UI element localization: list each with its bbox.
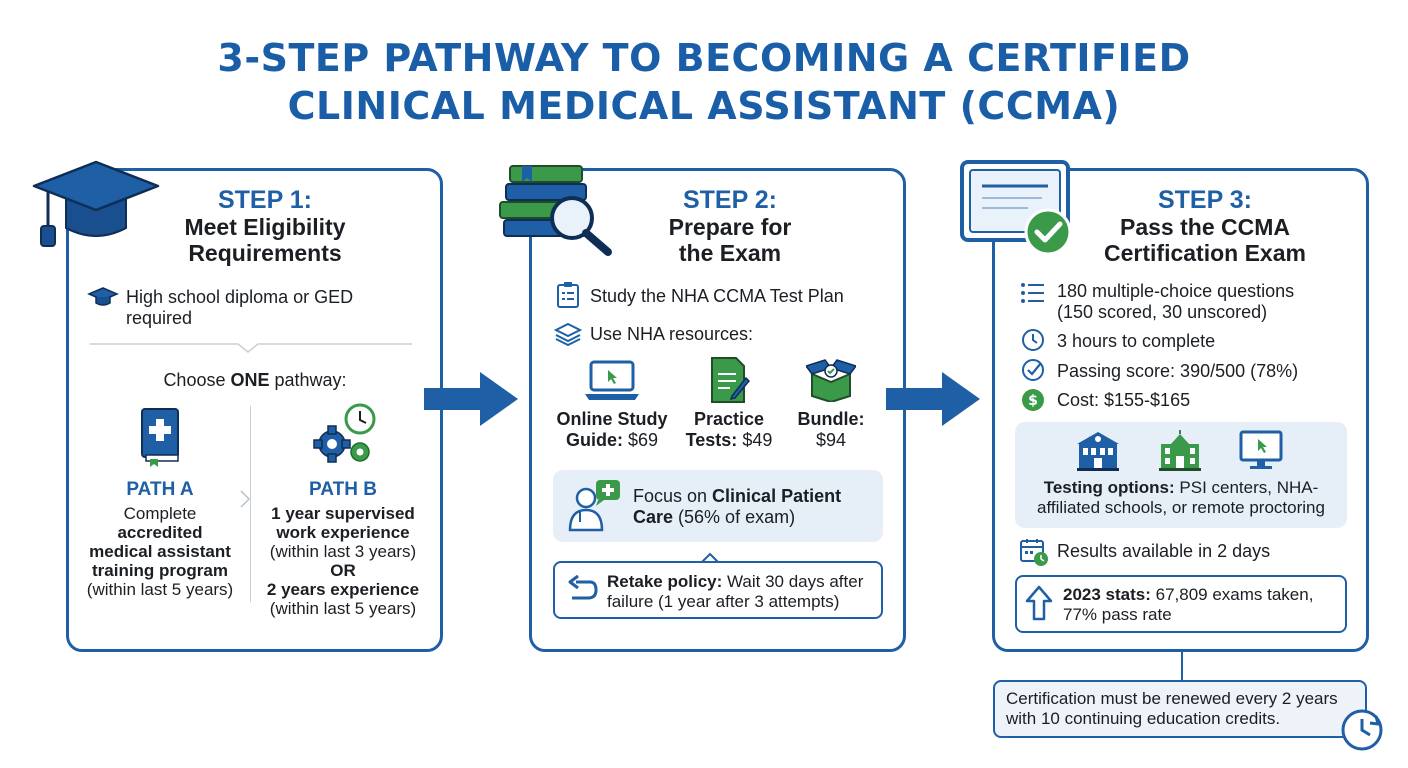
renewal-connector [1181,651,1183,681]
stats-box [1015,575,1347,633]
check-circle-icon [1022,359,1044,381]
clock-icon [1022,329,1044,351]
renewal-box [993,680,1367,738]
connector-notch [701,552,719,563]
laptop-icon [585,360,639,400]
step-2-number: STEP 2: [682,186,778,214]
svg-text:$: $ [1028,393,1038,409]
exam-cost: Cost: $155-$165 [1057,390,1191,410]
layers-icon [554,322,582,346]
retake-policy-text: Retake policy: Wait 30 days after failur… [607,572,864,611]
monitor-icon [1239,430,1283,469]
use-nha-resources: Use NHA resources: [590,324,754,344]
path-a-label: PATH A [126,479,194,500]
question-count: 180 multiple-choice questions (150 score… [1057,281,1295,322]
practice-test-icon [711,357,750,403]
choose-pathway-label: Choose ONE pathway: [163,370,347,390]
resource-practice-tests: Practice Tests: $49 [685,409,773,450]
step-2-title-line-2: the Exam [678,240,782,266]
results-timing: Results available in 2 days [1057,541,1271,561]
calendar-clock-icon [1020,539,1048,566]
list-icon [1021,283,1044,303]
exam-duration: 3 hours to complete [1057,331,1216,351]
dollar-icon: $ [1022,389,1044,411]
step-3-number: STEP 3: [1157,186,1253,214]
step-2-header: STEP 2: Prepare for the Exam [620,186,840,266]
medical-book-icon [141,408,179,467]
step-1-header: STEP 1: Meet Eligibility Requirements [160,186,370,266]
books-magnifier-icon [499,165,612,256]
clinician-icon [568,480,620,532]
divider-notch [90,343,412,353]
step-1-number: STEP 1: [217,186,313,214]
path-b: PATH B 1 year supervised work experience… [258,479,428,618]
paths-divider [250,406,251,602]
passing-score: Passing score: 390/500 (78%) [1057,361,1299,381]
testing-options-text: Testing options: PSI centers, NHA- affil… [1037,478,1325,517]
chevron-right-icon [240,490,251,508]
arrow-step-2-to-3 [886,372,980,426]
step-3-header: STEP 3: Pass the CCMA Certification Exam [1080,186,1330,266]
resource-study-guide: Online Study Guide: $69 [556,409,668,450]
focus-text: Focus on Clinical Patient Care (56% of e… [633,486,842,527]
step-1-card [66,168,443,652]
small-cap-icon [87,287,119,306]
title-line-2: CLINICAL MEDICAL ASSISTANT (CCMA) [287,84,1121,128]
retake-policy-box [553,561,883,619]
step-1-title-line-2: Requirements [188,240,342,266]
step-3-title-line-2: Certification Exam [1104,240,1306,266]
page-title: 3-STEP PATHWAY TO BECOMING A CERTIFIED C… [0,34,1408,130]
renew-clock-icon [1341,709,1383,751]
arrow-up-icon [1025,585,1053,621]
school-icon [1159,430,1201,471]
path-b-label: PATH B [309,479,377,500]
arrow-step-1-to-2 [424,372,518,426]
path-a: PATH A Complete accredited medical assis… [80,479,240,599]
gears-clock-icon [313,403,376,463]
undo-arrow-icon [568,574,598,600]
step-1-title-line-1: Meet Eligibility [184,214,346,240]
resource-bundle: Bundle: $94 [797,409,865,450]
eligibility-requirement: High school diploma or GED required [126,287,354,328]
graduation-cap-icon [32,160,160,247]
title-line-1: 3-STEP PATHWAY TO BECOMING A CERTIFIED [217,36,1191,80]
step-3-title-line-1: Pass the CCMA [1120,214,1290,240]
renewal-text: Certification must be renewed every 2 ye… [1006,689,1338,728]
clipboard-checklist-icon [557,282,579,308]
stats-text: 2023 stats: 67,809 exams taken, 77% pass… [1063,585,1314,624]
testing-center-icon [1077,432,1119,471]
step-2-title-line-1: Prepare for [668,214,792,240]
bundle-box-icon [806,359,856,402]
certificate-check-icon [960,160,1072,256]
study-test-plan: Study the NHA CCMA Test Plan [590,286,844,306]
